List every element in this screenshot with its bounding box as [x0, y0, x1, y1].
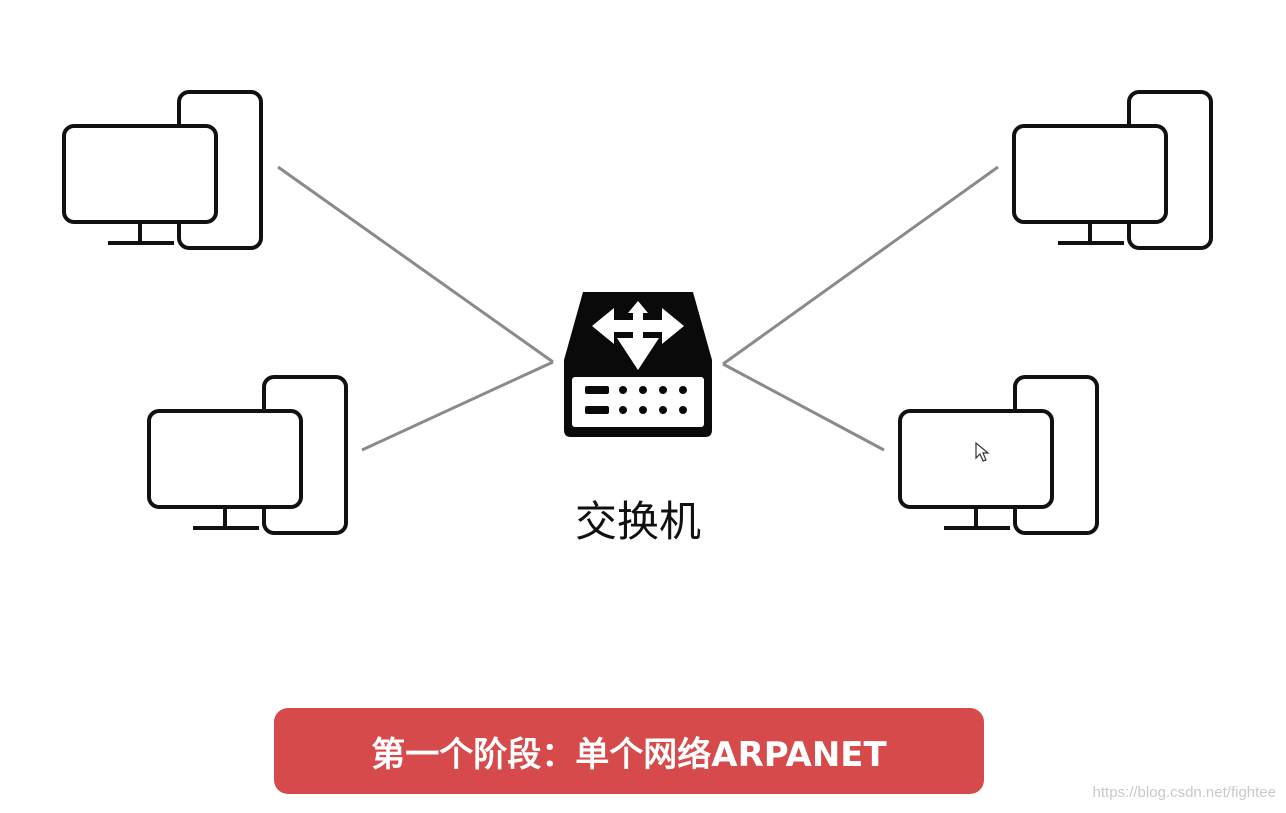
watermark: https://blog.csdn.net/fightee: [1092, 784, 1276, 801]
link-bottom-right: [722, 362, 885, 452]
stage-banner-text: 第一个阶段：单个网络ARPANET: [371, 734, 887, 775]
link-top-left: [277, 165, 554, 364]
connection-lines: [277, 165, 999, 452]
stage-banner: 第一个阶段：单个网络ARPANET: [274, 708, 984, 794]
computer-bottom-left-icon: [147, 375, 348, 535]
switch-label: 交换机: [574, 497, 701, 546]
switch-icon: [564, 292, 712, 437]
link-top-right: [722, 165, 999, 366]
link-bottom-left: [361, 360, 554, 452]
computer-top-left-icon: [62, 90, 263, 250]
computer-top-right-icon: [1012, 90, 1213, 250]
cursor-icon: [975, 441, 990, 462]
computer-bottom-right-icon: [898, 375, 1099, 535]
